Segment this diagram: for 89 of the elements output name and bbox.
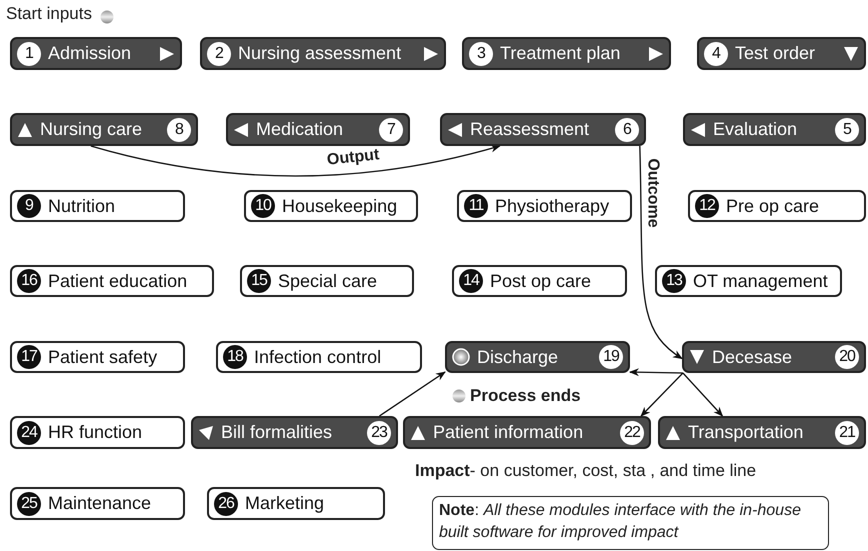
module-box — [10, 265, 214, 297]
process-box — [226, 113, 410, 146]
process-box — [10, 113, 198, 146]
step-label: Medication — [256, 119, 344, 140]
note-box — [432, 496, 829, 550]
step-label: Patient safety — [48, 346, 158, 368]
module-box — [452, 265, 627, 297]
step-number: 13 — [662, 269, 686, 293]
step-number: 24 — [17, 420, 41, 444]
step-label: Housekeeping — [282, 196, 398, 216]
arrow — [682, 372, 724, 417]
step-label: Maintenance — [48, 493, 152, 514]
step-label: HR function — [48, 422, 142, 443]
process-box — [697, 37, 866, 70]
step-number: 26 — [214, 492, 238, 516]
step-number: 17 — [17, 345, 41, 369]
module-box — [216, 341, 422, 373]
arrow — [379, 371, 446, 417]
step-number: 3 — [469, 42, 493, 66]
step-number: 12 — [695, 194, 719, 218]
module-box — [10, 487, 185, 520]
module-box — [10, 416, 185, 449]
arrow — [640, 372, 684, 417]
step-number: 21 — [835, 420, 859, 444]
step-number: 6 — [615, 118, 639, 142]
step-number: 1 — [17, 42, 41, 66]
step-label: Physiotherapy — [495, 196, 610, 216]
step-label: Pre op care — [726, 196, 820, 216]
step-number: 19 — [599, 345, 623, 369]
annotation-text: Start inputs — [6, 4, 92, 24]
step-label: Nursing assessment — [238, 43, 402, 64]
step-label: Marketing — [245, 493, 324, 514]
step-label: Infection control — [254, 346, 382, 368]
process-box — [191, 416, 398, 449]
step-label: Bill formalities — [221, 422, 332, 443]
step-label: Test order — [735, 43, 816, 64]
module-box — [457, 190, 632, 222]
annotation-text: Impact- on customer, cost, sta , and time line — [415, 461, 756, 481]
step-label: Discharge — [477, 346, 558, 368]
step-number: 4 — [704, 42, 728, 66]
annotation-text: Process ends — [470, 386, 581, 406]
step-label: Nutrition — [48, 196, 116, 216]
step-number: 23 — [367, 420, 391, 444]
step-number: 20 — [835, 345, 859, 369]
step-number: 2 — [207, 42, 231, 66]
process-box — [683, 113, 866, 146]
module-box — [240, 265, 414, 297]
step-number: 5 — [835, 118, 859, 142]
process-box — [440, 113, 646, 146]
step-label: Reassessment — [470, 119, 590, 140]
step-label: Special care — [278, 270, 378, 292]
step-number: 11 — [464, 194, 488, 218]
process-box — [10, 37, 182, 70]
step-number: 14 — [459, 269, 483, 293]
arrow — [629, 368, 683, 376]
step-label: Admission — [48, 43, 132, 64]
process-box — [462, 37, 671, 70]
process-box — [445, 341, 630, 373]
step-number: 22 — [620, 420, 644, 444]
step-number: 9 — [17, 194, 41, 218]
module-box — [207, 487, 385, 520]
process-box — [403, 416, 651, 449]
process-box — [200, 37, 446, 70]
module-box — [688, 190, 866, 222]
note-text: Note: All these modules interface with the in-house built software for improved impact — [439, 502, 801, 542]
step-label: Patient information — [433, 422, 584, 443]
step-label: Evaluation — [713, 119, 798, 140]
step-number: 16 — [17, 269, 41, 293]
step-number: 25 — [17, 492, 41, 516]
step-number: 18 — [223, 345, 247, 369]
step-number: 10 — [251, 194, 275, 218]
step-label: Patient education — [48, 270, 188, 292]
step-label: OT management — [693, 270, 828, 292]
arrow — [90, 144, 501, 177]
step-label: Treatment plan — [500, 43, 620, 64]
step-label: Post op care — [490, 270, 592, 292]
module-box — [10, 341, 185, 373]
arrow — [639, 146, 683, 360]
step-number: 8 — [167, 118, 191, 142]
module-box — [655, 265, 842, 297]
module-box — [244, 190, 418, 222]
step-number: 7 — [379, 118, 403, 142]
step-label: Transportation — [688, 422, 804, 443]
step-label: Nursing care — [40, 119, 142, 140]
module-box — [10, 190, 185, 222]
step-number: 15 — [247, 269, 271, 293]
process-box — [682, 341, 866, 373]
process-box — [658, 416, 866, 449]
step-label: Decesase — [712, 346, 792, 368]
